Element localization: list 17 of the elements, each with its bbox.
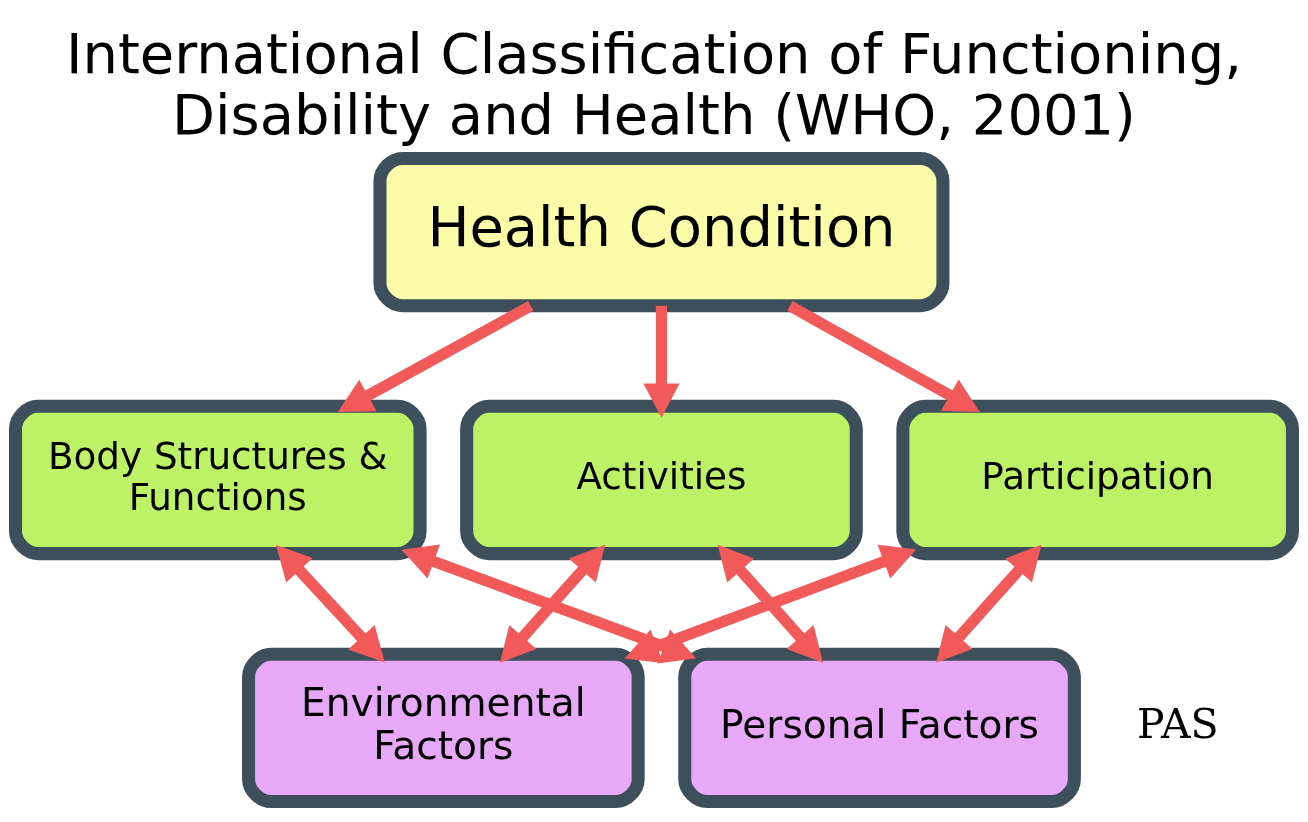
- arrow: [643, 305, 680, 418]
- node-box: Environmental Factors: [242, 647, 645, 809]
- arrow: [936, 544, 1042, 663]
- diagram-title: International Classification of Functioning, Disability and Health (WHO, 2001): [66, 20, 1242, 148]
- arrow: [499, 544, 606, 663]
- arrow: [787, 300, 980, 413]
- node-box: Personal Factors: [678, 647, 1081, 809]
- label: PAS: [1137, 700, 1219, 749]
- arrow: [276, 544, 385, 663]
- node-box: Activities: [460, 399, 863, 561]
- arrow: [337, 300, 534, 413]
- node-box: Participation: [896, 399, 1299, 561]
- arrow: [401, 544, 697, 664]
- node-box: Body Structures & Functions: [9, 399, 427, 561]
- arrow: [717, 544, 824, 663]
- node-box: Health Condition: [373, 151, 950, 313]
- arrow: [624, 544, 917, 664]
